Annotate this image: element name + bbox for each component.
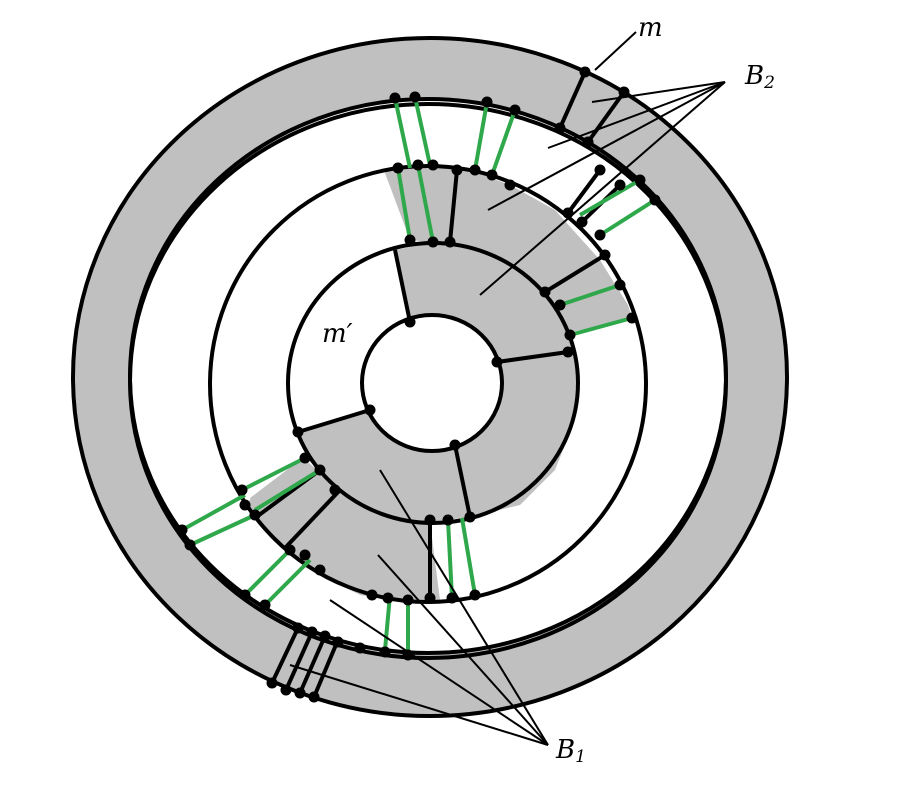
vertex-dot [481,96,493,108]
vertex-dot [491,356,503,368]
vertex-dot [266,677,278,689]
vertex-dot [236,484,248,496]
vertex-dot [306,626,318,638]
vertex-dot [259,599,271,611]
pointer-lines [289,31,726,746]
vertex-dot [539,286,551,298]
vertex-dot [404,316,416,328]
inner-shaded-regions [298,242,578,522]
vertex-dot [294,687,306,699]
label-m-prime: m′ [322,319,353,349]
vertex-dot [582,136,594,148]
vertex-dot [427,236,439,248]
vertex-dot [576,216,588,228]
vertex-dot [392,162,404,174]
vertex-dot [409,91,421,103]
vertex-dot [332,636,344,648]
vertex-dot [404,234,416,246]
vertex-dot [442,514,454,526]
vertex-dot [319,630,331,642]
vertex-dot [354,642,366,654]
label-b1: B1 [555,735,586,767]
vertex-dot [579,66,591,78]
vertex-dot [614,279,626,291]
vertex-dot [239,589,251,601]
vertex-dot [446,592,458,604]
vertex-dot [184,539,196,551]
vertex-dot [412,159,424,171]
vertex-dot [486,169,498,181]
vertex-dot [176,524,188,536]
vertex-dot [329,484,341,496]
vertex-dots [176,66,661,703]
vertex-dot [292,426,304,438]
vertex-dot [239,499,251,511]
vertex-dot [444,236,456,248]
vertex-dot [292,622,304,634]
inner-lower-left-region [298,410,470,522]
cut-lines [253,71,626,698]
vertex-dot [308,691,320,703]
vertex-dot [509,104,521,116]
vertex-dot [280,684,292,696]
green-segments [181,96,657,655]
vertex-dot [464,511,476,523]
vertex-dot [364,404,376,416]
vertex-dot [449,439,461,451]
vertex-dot [249,509,261,521]
vertex-dot [382,592,394,604]
ring-circle-2 [128,102,728,660]
vertex-dot [649,194,661,206]
vertex-dot [469,164,481,176]
vertex-dot [366,589,378,601]
upper-right-middle-region [385,165,632,333]
vertex-dot [599,249,611,261]
vertex-dot [469,589,481,601]
vertex-dot [402,594,414,606]
vertex-dot [634,174,646,186]
label-m: m [638,13,663,43]
vertex-dot [626,312,638,324]
vertex-dot [314,564,326,576]
vertex-dot [614,179,626,191]
vertex-dot [402,649,414,661]
vertex-dot [554,299,566,311]
vertex-dot [424,592,436,604]
vertex-dot [284,544,296,556]
vertex-dot [451,164,463,176]
vertex-dot [594,164,606,176]
vertex-dot [314,464,326,476]
vertex-dot [594,229,606,241]
vertex-dot [389,92,401,104]
vertex-dot [424,514,436,526]
vertex-dot [299,549,311,561]
label-b2: B2 [744,61,775,93]
vertex-dot [379,646,391,658]
vertex-dot [618,86,630,98]
vertex-dot [564,329,576,341]
vertex-dot [562,346,574,358]
inner-hole [360,313,504,453]
vertex-dot [562,207,574,219]
vertex-dot [554,122,566,134]
vertex-dot [504,179,516,191]
vertex-dot [427,159,439,171]
vertex-dot [299,452,311,464]
inner-upper-right-region [395,242,578,517]
